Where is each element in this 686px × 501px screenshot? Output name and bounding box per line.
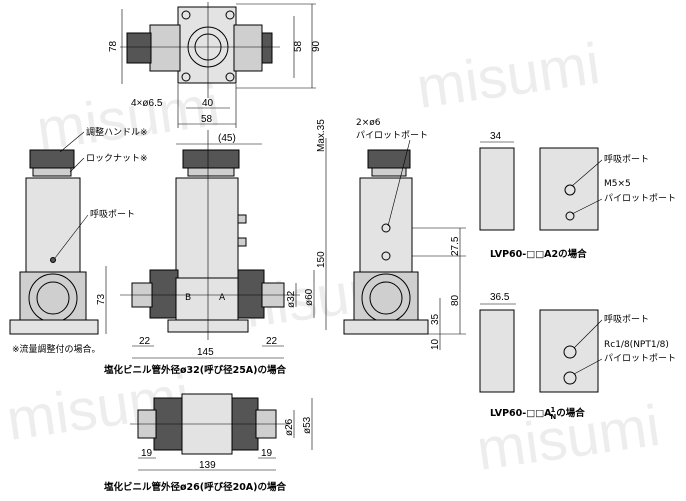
right-lock-nut bbox=[371, 167, 407, 177]
svg-text:塩化ビニル管外径ø32(呼び径25A)の場合: 塩化ビニル管外径ø32(呼び径25A)の場合 bbox=[104, 364, 287, 376]
svg-text:LVP60-□□A2の場合: LVP60-□□A2の場合 bbox=[490, 248, 587, 260]
svg-text:35: 35 bbox=[430, 313, 441, 325]
svg-text:150: 150 bbox=[316, 251, 327, 268]
svg-text:78: 78 bbox=[108, 40, 119, 52]
pipe-end-inner bbox=[36, 281, 70, 315]
an-front bbox=[539, 309, 599, 393]
top-right-pipe bbox=[261, 32, 273, 64]
svg-text:(45): (45) bbox=[218, 133, 236, 144]
svg-text:Rc1/8(NPT1/8): Rc1/8(NPT1/8) bbox=[604, 340, 669, 350]
a2-front bbox=[539, 147, 599, 231]
top-view: 78 58 90 4×ø6.5 40 58 bbox=[108, 2, 322, 128]
front-view-main: B A (45) Max.35 150 ø32 ø60 22 145 22 塩化… bbox=[104, 119, 327, 376]
svg-text:Max.35: Max.35 bbox=[316, 119, 327, 152]
svg-text:B: B bbox=[185, 293, 191, 303]
svg-text:misumi: misumi bbox=[413, 31, 604, 121]
svg-text:ø60: ø60 bbox=[304, 288, 315, 306]
svg-text:4×ø6.5: 4×ø6.5 bbox=[131, 98, 163, 109]
mount-hole bbox=[225, 72, 235, 82]
front-handle bbox=[182, 149, 240, 169]
svg-text:M5×5: M5×5 bbox=[604, 179, 631, 189]
caption-an-sub: N bbox=[550, 413, 556, 421]
svg-text:misumi: misumi bbox=[33, 73, 224, 163]
svg-text:36.5: 36.5 bbox=[490, 292, 510, 303]
adjust-handle bbox=[29, 149, 75, 169]
top-right-coupling bbox=[233, 24, 263, 72]
svg-text:145: 145 bbox=[197, 347, 214, 358]
a2-breath-port bbox=[564, 184, 576, 196]
svg-text:22: 22 bbox=[139, 336, 151, 347]
svg-text:A: A bbox=[219, 293, 226, 303]
right-pipe-inner bbox=[369, 281, 403, 315]
caption-an-suffix: の場合 bbox=[556, 407, 585, 419]
svg-text:パイロットポート: パイロットポート bbox=[604, 193, 676, 204]
svg-text:73: 73 bbox=[96, 293, 107, 305]
svg-text:※流量調整付の場合。: ※流量調整付の場合。 bbox=[12, 343, 101, 355]
svg-text:パイロットポート: パイロットポート bbox=[604, 353, 676, 364]
svg-text:2×ø6: 2×ø6 bbox=[356, 118, 381, 128]
svg-text:塩化ビニル管外径ø26(呼び径20A)の場合: 塩化ビニル管外径ø26(呼び径20A)の場合 bbox=[104, 481, 287, 493]
svg-text:misumi: misumi bbox=[473, 393, 664, 483]
svg-text:ø32: ø32 bbox=[286, 290, 297, 308]
svg-text:80: 80 bbox=[450, 294, 461, 306]
right-base bbox=[343, 319, 429, 335]
a2-side bbox=[479, 147, 515, 231]
svg-text:10: 10 bbox=[430, 338, 441, 350]
breath-port-dot bbox=[50, 257, 56, 263]
svg-text:ø53: ø53 bbox=[302, 416, 313, 434]
svg-text:呼吸ポート: 呼吸ポート bbox=[604, 154, 649, 165]
mount-hole bbox=[181, 10, 191, 20]
caption-an-sup: 1 bbox=[551, 406, 556, 414]
front-lock-nut bbox=[187, 167, 235, 177]
svg-text:34: 34 bbox=[490, 131, 502, 142]
side-view-left: 調整ハンドル※ ロックナット※ 呼吸ポート 73 ※流量調整付の場合。 bbox=[9, 126, 148, 355]
top-left-coupling bbox=[149, 24, 181, 72]
svg-text:40: 40 bbox=[202, 98, 214, 109]
lock-nut bbox=[32, 167, 72, 177]
front-port-fitting bbox=[237, 214, 247, 224]
svg-text:58: 58 bbox=[293, 40, 304, 52]
svg-text:22: 22 bbox=[266, 336, 278, 347]
caption-an-prefix: LVP60-□□A bbox=[490, 408, 552, 419]
front-lower-body bbox=[175, 277, 239, 323]
svg-text:調整ハンドル※: 調整ハンドル※ bbox=[86, 126, 148, 138]
an-breath-port bbox=[563, 345, 577, 359]
svg-text:58: 58 bbox=[201, 114, 213, 125]
an-side bbox=[479, 309, 515, 393]
side-view-right: 2×ø6 パイロットポート 27.5 80 35 10 bbox=[343, 118, 466, 350]
svg-text:ø26: ø26 bbox=[284, 418, 295, 436]
bottom-view-small: ø26 ø53 19 139 19 塩化ビニル管外径ø26(呼び径20A)の場合 bbox=[104, 393, 313, 493]
svg-text:27.5: 27.5 bbox=[450, 236, 461, 256]
svg-text:139: 139 bbox=[199, 460, 216, 471]
union-body bbox=[19, 271, 87, 325]
svg-text:ロックナット※: ロックナット※ bbox=[86, 153, 148, 164]
front-left-union bbox=[149, 269, 179, 319]
svg-text:呼吸ポート: 呼吸ポート bbox=[90, 209, 135, 220]
port-circle bbox=[381, 223, 391, 233]
an-pilot-port bbox=[563, 371, 577, 385]
right-union bbox=[353, 271, 419, 325]
base-plate bbox=[9, 319, 99, 335]
front-right-union bbox=[237, 269, 265, 319]
front-port-fitting bbox=[237, 237, 247, 247]
svg-text:パイロットポート: パイロットポート bbox=[356, 130, 428, 141]
right-body bbox=[359, 177, 413, 279]
svg-text:19: 19 bbox=[261, 448, 273, 459]
svg-text:90: 90 bbox=[311, 40, 322, 52]
mount-hole bbox=[181, 72, 191, 82]
port-circle bbox=[381, 251, 391, 261]
a2-pilot-port bbox=[565, 211, 575, 221]
watermark: misumi misumi misumi misumi misumi bbox=[3, 31, 664, 483]
mount-hole bbox=[225, 10, 235, 20]
svg-text:呼吸ポート: 呼吸ポート bbox=[604, 314, 649, 325]
detail-a2: 34 呼吸ポート M5×5 パイロットポート LVP60-□□A2の場合 bbox=[479, 131, 676, 260]
top-left-pipe bbox=[126, 32, 152, 64]
front-body bbox=[175, 177, 239, 279]
detail-an: 36.5 呼吸ポート Rc1/8(NPT1/8) パイロットポート LVP60-… bbox=[479, 292, 676, 421]
svg-text:19: 19 bbox=[141, 448, 153, 459]
